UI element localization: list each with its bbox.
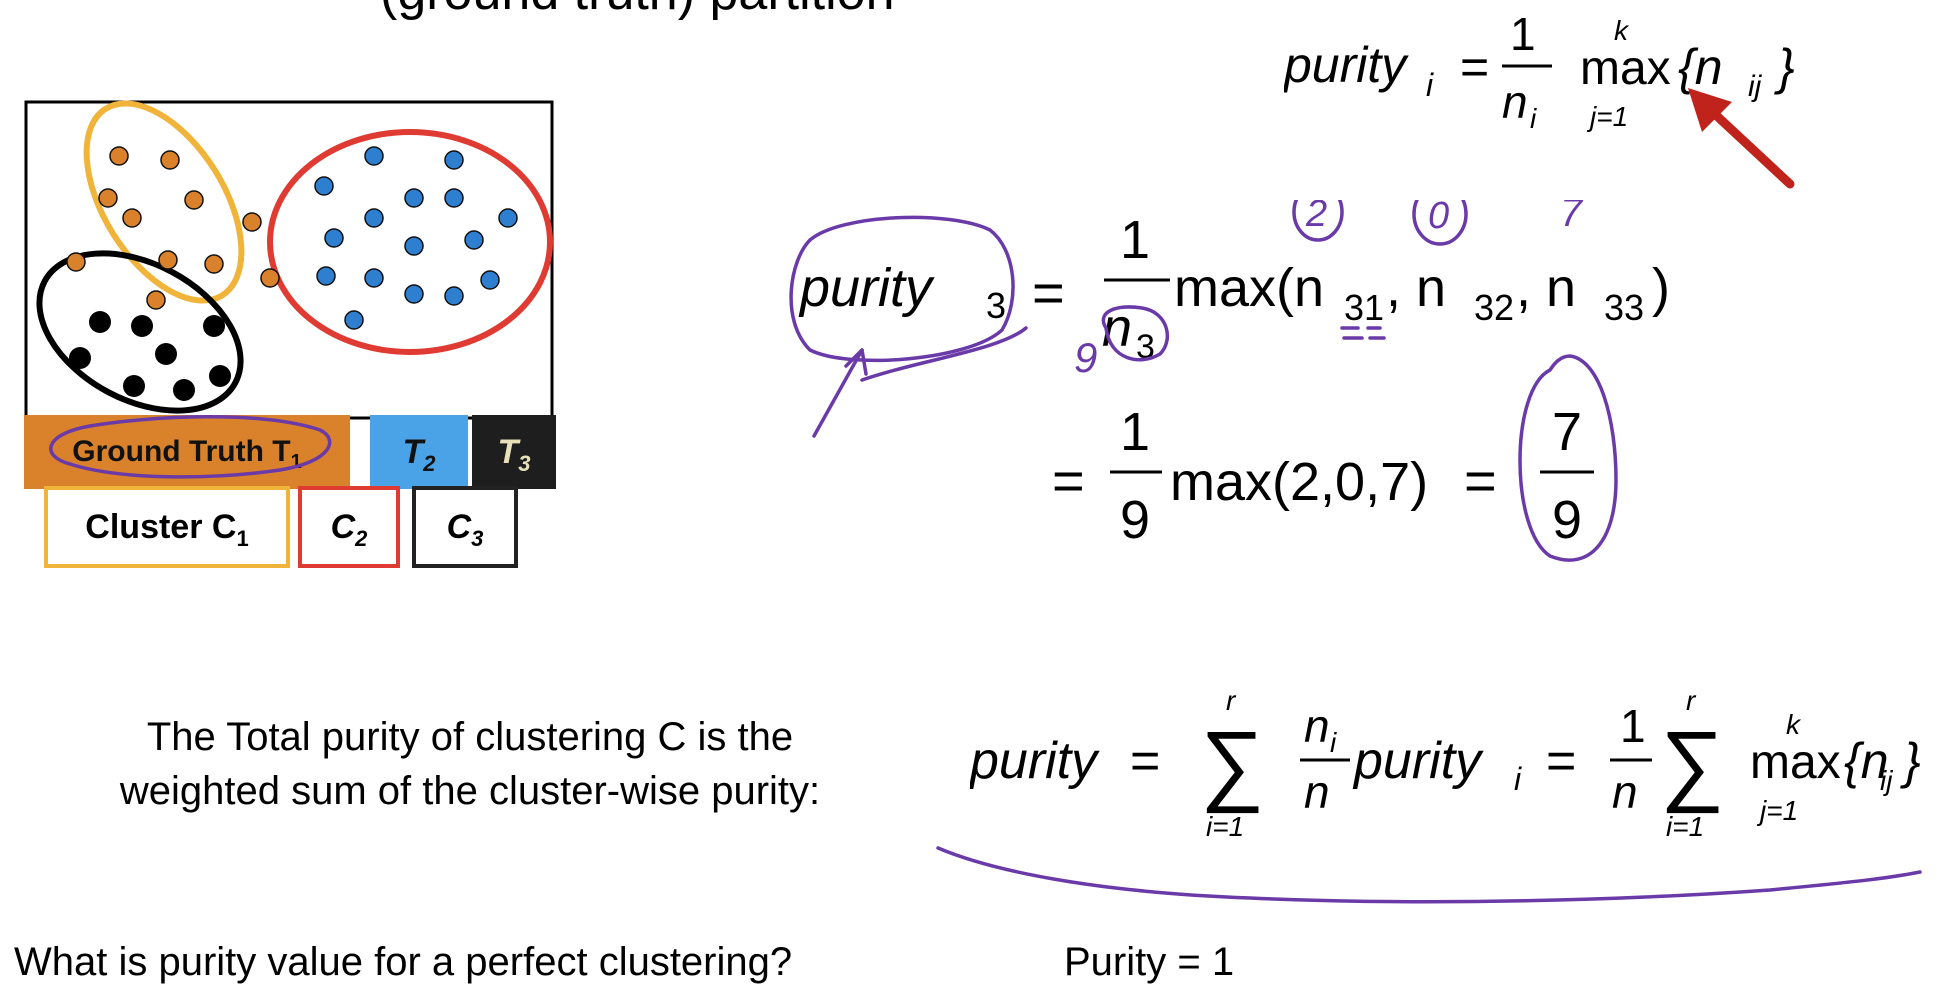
deriv-close: ) bbox=[1652, 258, 1670, 318]
cluster-legend: Cluster C1 C2 C3 bbox=[44, 486, 524, 568]
cluster-c2-ellipse bbox=[267, 129, 553, 355]
question-text: What is purity value for a perfect clust… bbox=[14, 940, 793, 984]
ink-arrowhead bbox=[844, 348, 868, 376]
svg-text:=: = bbox=[1052, 449, 1085, 512]
general-purity-formula: purity i = 1 n i max k j=1 {n ij } bbox=[1284, 10, 1795, 134]
annotation-count-2: 2 bbox=[1305, 200, 1327, 235]
deriv-eq: = bbox=[1032, 261, 1065, 324]
purity3-derivation: purity 3 = 1 n 3 max(n 31 , n 32 , n 33 … bbox=[789, 200, 1670, 562]
deriv-lhs: purity bbox=[798, 258, 935, 318]
cluster-figure bbox=[24, 100, 554, 420]
cluster-c1-ellipse bbox=[83, 100, 245, 304]
total-frac2-den: n bbox=[1612, 766, 1638, 818]
total-term: purity bbox=[1352, 732, 1484, 790]
orange-points bbox=[66, 146, 280, 310]
ink-circle-n3 bbox=[1101, 305, 1170, 362]
ink-circle-2 bbox=[1292, 200, 1344, 242]
total-sum1-upper: r bbox=[1226, 690, 1237, 716]
deriv-n33-sub: 33 bbox=[1604, 287, 1644, 328]
sum1-icon: ∑ bbox=[1200, 714, 1264, 814]
total-frac-den: n bbox=[1304, 766, 1330, 818]
ink-oval-result bbox=[1518, 354, 1618, 562]
total-max: max bbox=[1750, 736, 1841, 789]
cropped-title: (ground truth) partition bbox=[380, 0, 895, 22]
formula-arg-sub: ij bbox=[1748, 70, 1763, 103]
ink-circle-ground-truth bbox=[49, 415, 332, 479]
total-max-lower: j=1 bbox=[1756, 795, 1798, 826]
formula-lhs-sub: i bbox=[1426, 67, 1434, 103]
total-sum1-lower: i=1 bbox=[1206, 811, 1244, 842]
cluster-c3-ellipse bbox=[36, 250, 244, 414]
total-sum2-upper: r bbox=[1686, 690, 1697, 716]
total-eq1: = bbox=[1130, 732, 1160, 790]
deriv-n31-sub: 31 bbox=[1344, 287, 1384, 328]
formula-lhs: purity bbox=[1284, 37, 1409, 93]
red-arrow-icon bbox=[1688, 88, 1795, 189]
description-line1: The Total purity of clustering C is the bbox=[146, 715, 794, 759]
legend-c3: C3 bbox=[412, 486, 518, 568]
formula-den: n bbox=[1502, 76, 1528, 128]
total-purity-description: The Total purity of clustering C is the … bbox=[20, 710, 920, 818]
annotation-count-0: 0 bbox=[1428, 200, 1449, 237]
ink-circle-purity3 bbox=[789, 215, 1015, 363]
ink-circle-0 bbox=[1412, 200, 1468, 246]
figure-frame bbox=[24, 100, 554, 420]
formula-arg-close: } bbox=[1774, 39, 1795, 95]
ink-underline-total bbox=[936, 846, 1922, 904]
total-frac2-num: 1 bbox=[1620, 700, 1646, 752]
total-eq2: = bbox=[1546, 732, 1576, 790]
sum2-icon: ∑ bbox=[1660, 714, 1724, 814]
ink-arrow-line bbox=[812, 348, 864, 438]
deriv-n33: , n bbox=[1516, 258, 1576, 318]
total-arg-close: } bbox=[1900, 733, 1921, 789]
black-points bbox=[69, 311, 231, 401]
deriv-num: 1 bbox=[1120, 210, 1150, 270]
total-sum2-lower: i=1 bbox=[1666, 811, 1704, 842]
deriv-lhs-sub: 3 bbox=[986, 285, 1006, 326]
legend-t3: T3 bbox=[472, 415, 556, 489]
annotation-den-9: 9 bbox=[1074, 334, 1097, 381]
total-frac-num: n bbox=[1304, 700, 1330, 752]
legend-c2: C2 bbox=[298, 486, 400, 568]
legend-c1: Cluster C1 bbox=[44, 486, 290, 568]
deriv2-result-num: 7 bbox=[1552, 402, 1582, 462]
total-frac-num-sub: i bbox=[1330, 727, 1337, 758]
annotation-count-7: 7 bbox=[1560, 200, 1584, 235]
legend-t2: T2 bbox=[370, 415, 468, 489]
answer-text: Purity = 1 bbox=[1064, 940, 1235, 984]
blue-points bbox=[314, 146, 518, 330]
deriv2-num: 1 bbox=[1120, 402, 1150, 462]
formula-max-lower: j=1 bbox=[1586, 101, 1628, 132]
total-arg-sub: ij bbox=[1880, 765, 1893, 796]
description-line2: weighted sum of the cluster-wise purity: bbox=[119, 769, 821, 813]
total-term-sub: i bbox=[1514, 761, 1522, 797]
total-lhs: purity bbox=[970, 732, 1100, 790]
formula-eq: = bbox=[1460, 39, 1489, 95]
formula-num: 1 bbox=[1510, 10, 1536, 60]
formula-max: max bbox=[1580, 42, 1671, 95]
svg-text:=: = bbox=[1464, 449, 1497, 512]
deriv2-expr: max(2,0,7) bbox=[1170, 452, 1428, 512]
deriv-max-expr: max(n bbox=[1174, 258, 1324, 318]
deriv2-den: 9 bbox=[1120, 490, 1150, 550]
deriv2-result-den: 9 bbox=[1552, 490, 1582, 550]
formula-arg: {n bbox=[1678, 39, 1723, 95]
deriv-n32-sub: 32 bbox=[1474, 287, 1514, 328]
total-arg: {n bbox=[1844, 733, 1889, 789]
formula-den-sub: i bbox=[1530, 103, 1537, 134]
total-max-upper: k bbox=[1786, 709, 1802, 740]
formula-max-upper: k bbox=[1614, 15, 1630, 46]
deriv-n32: , n bbox=[1386, 258, 1446, 318]
total-purity-formula: purity = ∑ r i=1 n i n purity i = 1 n ∑ … bbox=[970, 690, 1921, 842]
